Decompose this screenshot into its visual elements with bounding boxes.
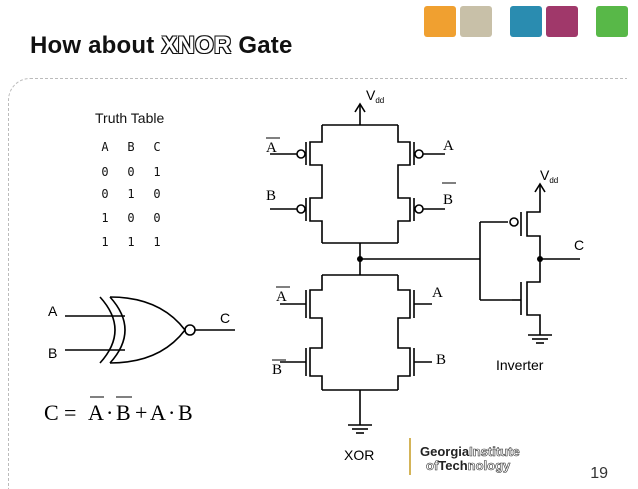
cell: 1	[101, 235, 109, 249]
title-suffix: Gate	[231, 32, 293, 59]
eq-b-bar: B	[116, 400, 131, 425]
nmos-network	[280, 274, 432, 434]
tile-building-photo	[460, 6, 492, 37]
tile-green	[596, 6, 628, 37]
cell: 1	[153, 235, 161, 249]
tile-chip-photo	[546, 6, 578, 37]
eq-lhs: C	[44, 400, 59, 425]
pmos-network	[270, 102, 445, 275]
slide-title: How about XNOR Gate	[30, 32, 293, 60]
gate-input-a-label: A	[48, 303, 58, 319]
diagram-canvas: A B C Vdd Vdd A A B B A A B B C XOR Inve…	[44, 87, 584, 475]
cell: 0	[127, 165, 135, 179]
vdd-inverter-label: Vdd	[540, 167, 558, 185]
gate-input-b-label: B	[48, 345, 57, 361]
svg-text:GeorgiaInstitute: GeorgiaInstitute	[420, 444, 520, 459]
eq-a: A	[150, 400, 166, 425]
eq-equals: =	[64, 400, 76, 425]
pmos-b-label: B	[266, 188, 276, 204]
truth-table-row: 1 1 1	[100, 235, 162, 249]
junction-dot	[537, 256, 543, 262]
xor-label: XOR	[344, 447, 374, 463]
header-b: B	[127, 140, 135, 154]
truth-table-header: A B C	[100, 140, 162, 154]
cell: 0	[101, 165, 109, 179]
pmos-b-bar-label: B	[443, 192, 453, 208]
cell: 0	[153, 211, 161, 225]
circuit-output-label: C	[574, 237, 584, 253]
tile-orange	[424, 6, 456, 37]
truth-table-title: Truth Table	[95, 110, 165, 126]
nmos-b-label: B	[436, 352, 446, 368]
header-a: A	[101, 140, 109, 154]
nmos-a-label: A	[432, 285, 443, 301]
truth-table-row: 0 1 0	[100, 187, 162, 201]
truth-table-row: 1 0 0	[100, 211, 162, 225]
pmos-a-label: A	[443, 138, 454, 154]
svg-text:ofTechnology: ofTechnology	[426, 458, 511, 473]
title-emphasis: XNOR	[161, 32, 232, 59]
header-c: C	[153, 140, 161, 154]
eq-b: B	[178, 400, 193, 425]
cell: 1	[127, 187, 135, 201]
tile-blue	[510, 6, 542, 37]
georgia-tech-logo: GeorgiaInstitute ofTechnology	[409, 438, 520, 475]
nmos-a-bar-label: A	[276, 289, 287, 305]
truth-table-row: 0 0 1	[100, 165, 162, 179]
eq-plus: +	[135, 400, 147, 425]
page-number: 19	[590, 465, 608, 482]
output-wiring	[360, 221, 512, 301]
cell: 0	[101, 187, 109, 201]
eq-dot: ·	[168, 400, 175, 425]
cell: 1	[101, 211, 109, 225]
cell: 1	[127, 235, 135, 249]
vdd-main-label: Vdd	[366, 87, 384, 105]
cell: 0	[153, 187, 161, 201]
eq-a-bar: A	[88, 400, 104, 425]
junction-dot	[357, 256, 363, 262]
cell: 1	[153, 165, 161, 179]
xnor-gate-symbol	[65, 296, 235, 364]
inverter-circuit	[509, 182, 580, 344]
boolean-equation: C = A · B + A · B	[44, 400, 193, 425]
inverter-label: Inverter	[496, 357, 544, 373]
title-prefix: How about	[30, 32, 162, 59]
content-frame	[8, 78, 627, 489]
pmos-a-bar-label: A	[266, 140, 277, 156]
overbars	[90, 137, 456, 398]
eq-dot: ·	[106, 400, 113, 425]
nmos-b-bar-label: B	[272, 362, 282, 378]
gate-output-label: C	[220, 310, 230, 326]
cell: 0	[127, 211, 135, 225]
